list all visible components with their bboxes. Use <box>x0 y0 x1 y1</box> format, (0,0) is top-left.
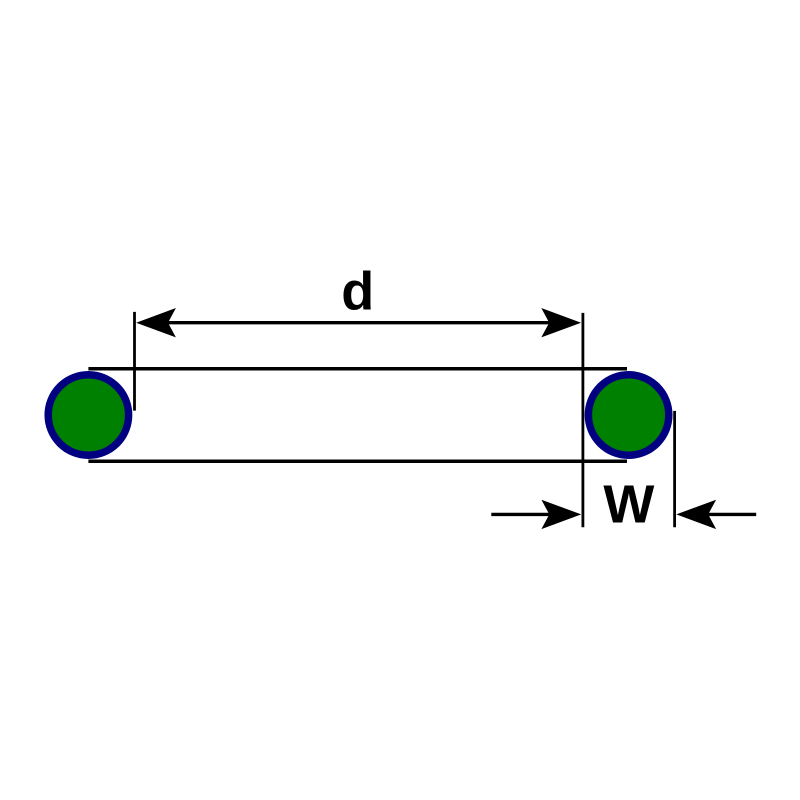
d-arrowhead-left-icon <box>136 308 176 338</box>
oring-cross-section-right <box>584 371 673 459</box>
oring-cross-section-left <box>44 371 133 459</box>
d-arrowhead-right-icon <box>541 308 582 338</box>
w-arrowhead-left-icon <box>541 499 582 530</box>
w-label: W <box>603 474 654 534</box>
d-label: d <box>341 261 374 321</box>
w-arrowhead-right-icon <box>676 499 717 530</box>
